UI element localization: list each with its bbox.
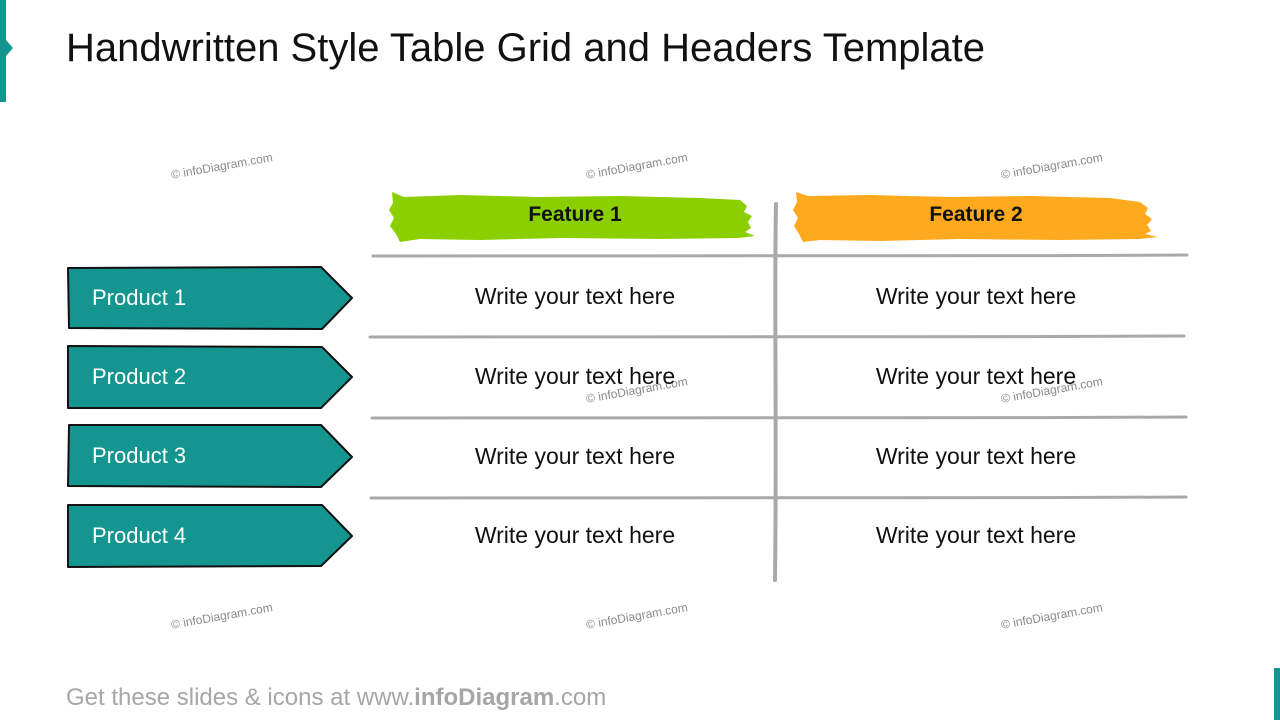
product-row-header-4: Product 4: [66, 503, 356, 569]
column-header-feature-2: Feature 2: [929, 203, 1023, 226]
product-label: Product 1: [92, 285, 187, 310]
table-cell: Write your text here: [474, 443, 676, 469]
product-row-header-3: Product 3: [66, 423, 356, 489]
product-label: Product 4: [92, 523, 187, 548]
footer-prefix: Get these slides & icons at www.: [66, 684, 415, 711]
product-label: Product 2: [92, 364, 187, 389]
accent-bar-left-tip: [6, 40, 13, 56]
product-row-header-1: Product 1: [66, 265, 356, 331]
arrow-shape: [67, 345, 353, 409]
table-cell: Write your text here: [875, 522, 1077, 548]
table-cell: Write your text here: [875, 363, 1077, 389]
table-cell: Write your text here: [875, 443, 1077, 469]
slide-title: Handwritten Style Table Grid and Headers…: [66, 26, 986, 70]
product-row-header-2: Product 2: [66, 344, 356, 410]
footer-brand: infoDiagram: [414, 684, 555, 711]
accent-bar-right: [1274, 668, 1280, 720]
product-label: Product 3: [92, 443, 187, 468]
arrow-shape: [67, 504, 353, 568]
footer-suffix: .com: [554, 684, 607, 711]
feature-1-brush-header: [389, 192, 755, 242]
footer-text: Get these slides & icons at www.infoDiag…: [66, 684, 606, 712]
table-cell: Write your text here: [875, 283, 1077, 309]
arrow-shape: [67, 424, 353, 488]
table-cell: Write your text here: [474, 283, 676, 309]
column-header-feature-1: Feature 1: [528, 203, 622, 226]
accent-bar-left: [0, 0, 6, 102]
feature-2-brush-header: [793, 192, 1158, 242]
table-cell: Write your text here: [474, 363, 676, 389]
table-cell: Write your text here: [474, 522, 676, 548]
arrow-shape: [67, 266, 353, 330]
